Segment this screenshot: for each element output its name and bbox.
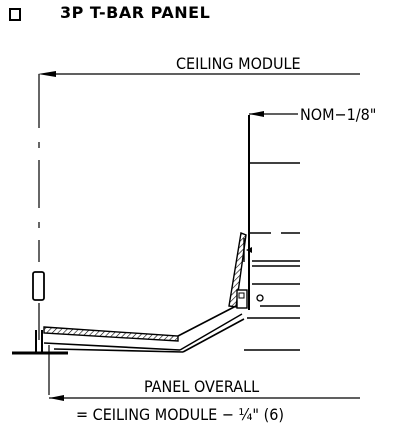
nominal-offset-dimension: NOM−1/8" <box>249 105 376 124</box>
detail-title: 3P T-BAR PANEL <box>60 3 211 22</box>
panel-overall-dimension: PANEL OVERALL = CEILING MODULE − ¼" (6) <box>49 377 360 424</box>
t-bar-grid <box>12 271 68 355</box>
adjacent-profile <box>244 115 300 351</box>
panel-overall-label: PANEL OVERALL <box>144 377 259 396</box>
panel-formula-label: = CEILING MODULE − ¼" (6) <box>76 405 284 424</box>
detail-checkbox[interactable] <box>9 8 21 21</box>
ceiling-module-label: CEILING MODULE <box>176 54 301 73</box>
nominal-offset-label: NOM−1/8" <box>300 105 376 124</box>
panel-section <box>43 232 264 353</box>
ceiling-module-dimension: CEILING MODULE <box>38 54 360 77</box>
